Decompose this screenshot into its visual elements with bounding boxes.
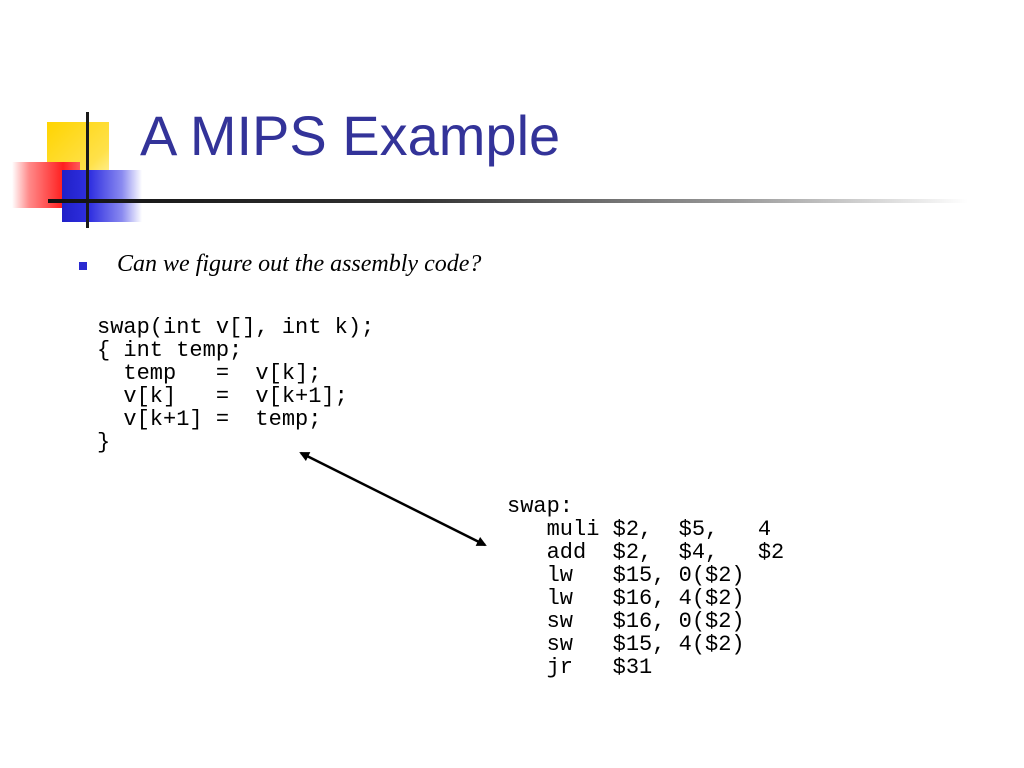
c-code-line: swap(int v[], int k); (97, 315, 375, 340)
asm-code-line: lw $15, 0($2) (507, 563, 745, 588)
asm-code-line: swap: (507, 494, 574, 519)
arrow-line (299, 451, 487, 547)
c-code-line: temp = v[k]; (97, 361, 322, 386)
asm-code-line: muli $2, $5, 4 (507, 517, 772, 542)
slide-title: A MIPS Example (140, 104, 561, 167)
c-code-line: } (97, 430, 111, 455)
asm-code-line: jr $31 (507, 655, 653, 680)
mips-assembly-code: swap: muli $2, $5, 4 add $2, $4, $2 lw $… (507, 495, 784, 679)
c-code-line: v[k] = v[k+1]; (97, 384, 348, 409)
asm-code-line: lw $16, 4($2) (507, 586, 745, 611)
decorative-vertical-line (86, 112, 89, 228)
c-source-code: swap(int v[], int k);{ int temp; temp = … (97, 316, 374, 454)
bullet-text: Can we figure out the assembly code? (117, 251, 482, 277)
c-code-line: v[k+1] = temp; (97, 407, 322, 432)
decorative-blue-bar (62, 170, 142, 222)
title-underline-rule (48, 199, 968, 203)
asm-code-line: sw $16, 0($2) (507, 609, 745, 634)
c-code-line: { int temp; (97, 338, 243, 363)
asm-code-line: sw $15, 4($2) (507, 632, 745, 657)
square-bullet-icon (79, 262, 87, 270)
asm-code-line: add $2, $4, $2 (507, 540, 785, 565)
